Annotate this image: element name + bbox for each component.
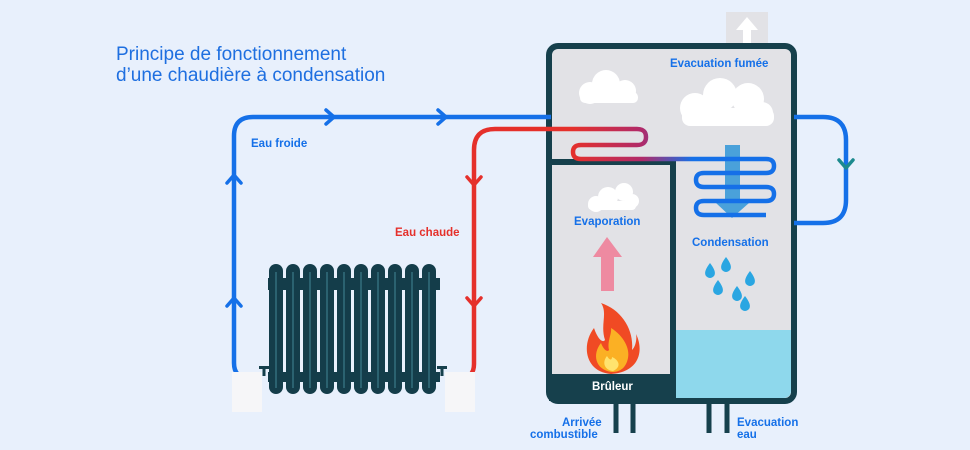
diagram-title: Principe de fonctionnement d’une chaudiè… xyxy=(116,44,385,86)
valve-icon xyxy=(259,366,447,376)
burner-plate xyxy=(549,374,673,401)
combustion-chamber-wall xyxy=(549,159,676,401)
heat-exchanger-coil xyxy=(570,126,777,218)
cloud-icon xyxy=(588,183,639,212)
return-water-pipe xyxy=(794,114,849,226)
hot-water-label: Eau chaude xyxy=(395,227,460,239)
radiator-grooves xyxy=(275,272,430,388)
evaporation-label: Evaporation xyxy=(574,216,641,228)
water-outlet-line-2: eau xyxy=(737,429,757,441)
cloud-icon xyxy=(680,78,774,126)
fuel-inlet-label: Arrivée combustible xyxy=(530,417,602,441)
burner-label: Brûleur xyxy=(592,381,633,393)
flow-arrow-icon xyxy=(465,175,483,308)
water-outlet-label: Evacuation eau xyxy=(737,417,798,441)
water-outlet-line-1: Evacuation xyxy=(737,417,799,429)
fuel-inlet-pipe xyxy=(613,400,636,433)
radiator-foot-right xyxy=(445,372,475,412)
flow-arrow-icon xyxy=(225,108,448,308)
title-line-1: Principe de fonctionnement xyxy=(116,44,347,65)
cloud-icon xyxy=(579,70,638,104)
radiator-foot-left xyxy=(232,372,262,412)
fuel-inlet-line-1: Arrivée xyxy=(562,417,602,429)
water-outlet-pipe xyxy=(706,400,730,433)
fuel-inlet-line-2: combustible xyxy=(530,429,598,441)
condensation-label: Condensation xyxy=(692,237,769,249)
flow-arrow-icon xyxy=(837,158,855,170)
title-line-2: d’une chaudière à condensation xyxy=(116,65,386,86)
smoke-exhaust-label: Evacuation fumée xyxy=(670,58,769,70)
cold-water-label: Eau froide xyxy=(251,138,308,150)
water-reservoir xyxy=(676,330,791,398)
water-drops-icon xyxy=(705,257,755,311)
evaporation-up-arrow-icon xyxy=(593,237,622,291)
chimney-up-arrow-icon xyxy=(736,17,758,52)
flame-icon xyxy=(586,303,640,374)
